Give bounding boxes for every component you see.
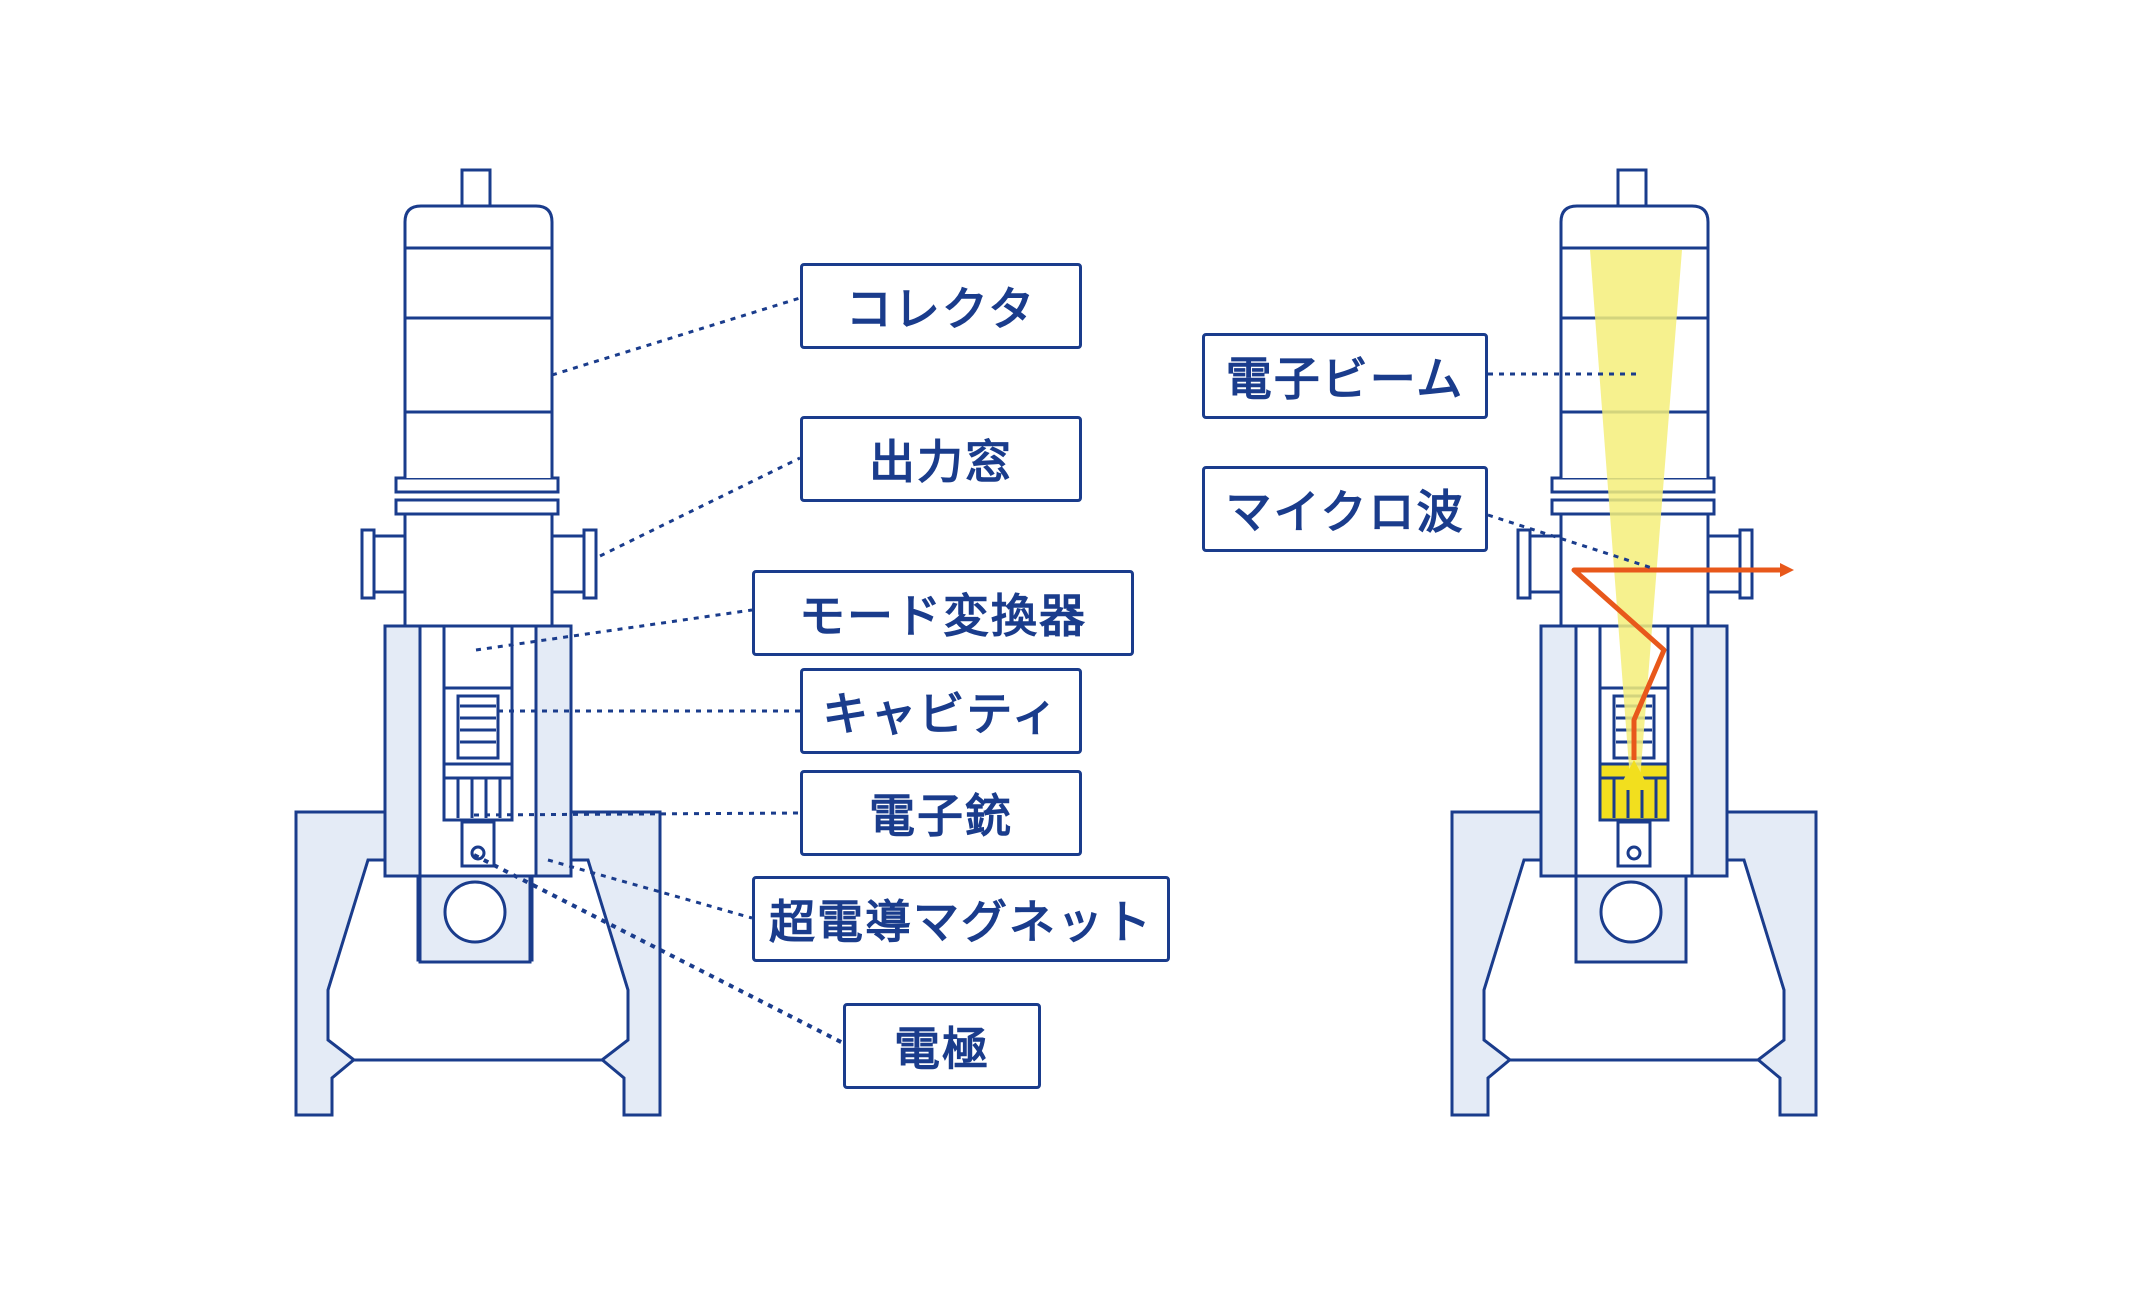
- label-microwave: マイクロ波: [1202, 466, 1488, 552]
- label-output-window: 出力窓: [800, 416, 1082, 502]
- microwave-path: [1571, 567, 1780, 760]
- leader-lines-left: [473, 296, 844, 1045]
- leader-lines-right: [1487, 372, 1653, 570]
- electrode-port-right: [1599, 880, 1663, 944]
- gun-emission-shape: [1618, 760, 1650, 790]
- electron-gun-left: [442, 762, 514, 822]
- label-cavity: キャビティ: [800, 668, 1082, 754]
- electron-beam-shape: [1590, 250, 1682, 780]
- label-collector: コレクタ: [800, 263, 1082, 349]
- gyrotron-left: [294, 168, 662, 1117]
- label-electrode: 電極: [843, 1003, 1041, 1089]
- label-electron-gun: 電子銃: [800, 770, 1082, 856]
- electrode-port-left: [443, 880, 507, 944]
- label-electron-beam: 電子ビーム: [1202, 333, 1488, 419]
- label-sc-magnet: 超電導マグネット: [752, 876, 1170, 962]
- mode-converter-left: [442, 624, 514, 690]
- body-tube-left: [403, 508, 554, 628]
- label-mode-converter: モード変換器: [752, 570, 1134, 656]
- microwave-arrowhead: [1780, 563, 1794, 577]
- output-window-left: [370, 534, 407, 594]
